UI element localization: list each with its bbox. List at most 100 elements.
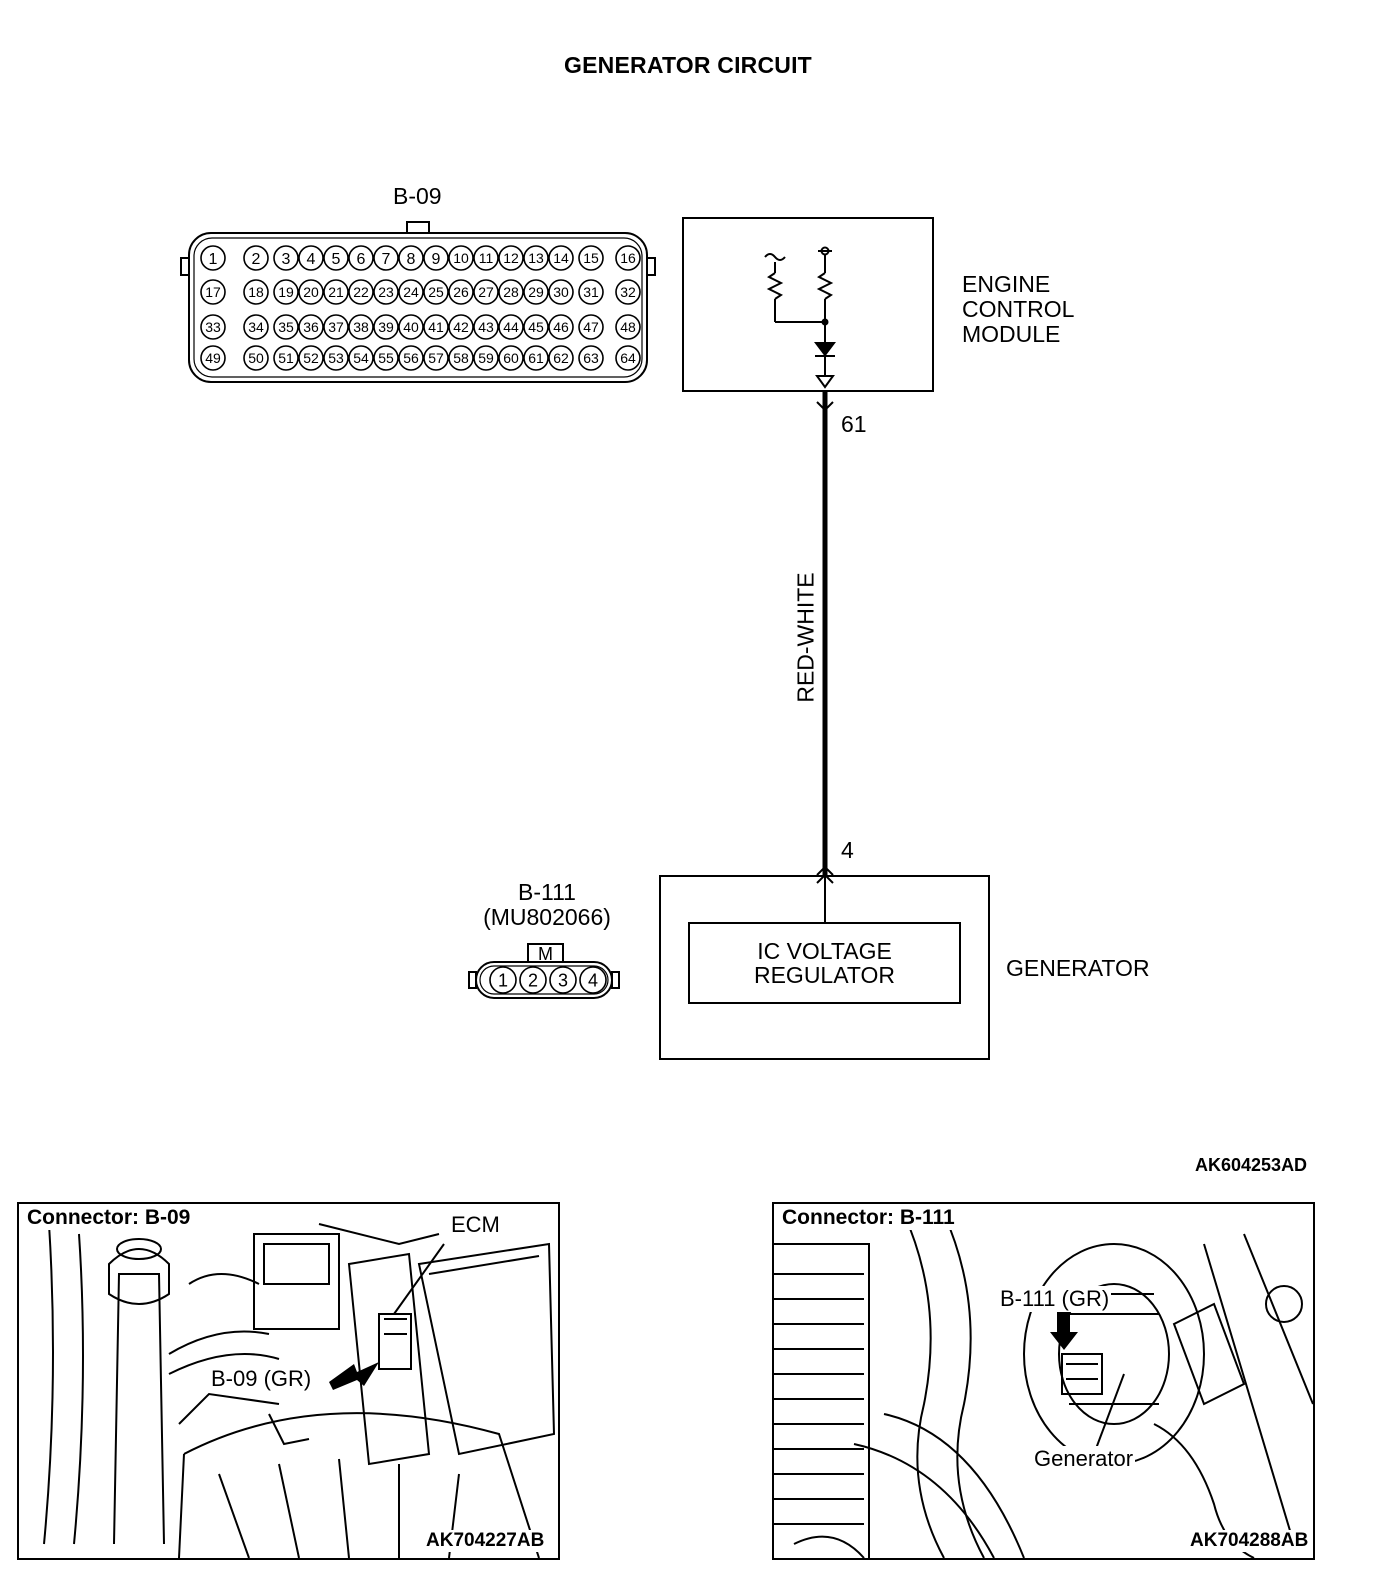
ecm-pin-48-circle bbox=[615, 314, 641, 340]
ecm-pin-40-circle bbox=[398, 314, 424, 340]
ecm-pin-27-circle bbox=[473, 279, 499, 305]
generator-pin-number: 4 bbox=[841, 837, 854, 863]
ecm-pin-64-circle bbox=[615, 345, 641, 371]
ecm-pin-57-circle bbox=[423, 345, 449, 371]
ecm-pin-50-circle bbox=[243, 345, 269, 371]
ecm-pin-16-label: 16 bbox=[620, 250, 636, 266]
ecm-pin-39-label: 39 bbox=[378, 319, 394, 335]
ecm-pin-15-circle bbox=[578, 245, 604, 271]
ecm-pin-44-circle bbox=[498, 314, 524, 340]
ecm-pin-15-label: 15 bbox=[583, 250, 599, 266]
ecm-pin-22-label: 22 bbox=[353, 284, 369, 300]
ecm-label-line-2: CONTROL bbox=[962, 296, 1075, 322]
ecm-pin-30-label: 30 bbox=[553, 284, 569, 300]
ecm-pin-41-circle bbox=[423, 314, 449, 340]
ecm-pin-7-label: 7 bbox=[382, 251, 391, 268]
photo-connector-b09: Connector: B-09 ECM B-09 (GR) AK704227AB bbox=[17, 1202, 560, 1560]
ecm-pin-33-circle bbox=[200, 314, 226, 340]
junction-dot bbox=[821, 318, 829, 326]
ecm-pin-57-label: 57 bbox=[428, 350, 444, 366]
ecm-pin-24-label: 24 bbox=[403, 284, 419, 300]
ecm-pin-25-label: 25 bbox=[428, 284, 444, 300]
ecm-pin-51-circle bbox=[273, 345, 299, 371]
ecm-pin-13-circle bbox=[523, 245, 549, 271]
ecm-pin-6-label: 6 bbox=[357, 251, 366, 268]
ecm-pin-53-label: 53 bbox=[328, 350, 344, 366]
ecm-pin-35-label: 35 bbox=[278, 319, 294, 335]
ecm-pin-36-circle bbox=[298, 314, 324, 340]
gen-pin-1-label: 1 bbox=[498, 970, 508, 990]
ecm-pin-54-circle bbox=[348, 345, 374, 371]
ecm-pin-26-circle bbox=[448, 279, 474, 305]
gen-connector-id: B-111 bbox=[518, 879, 576, 905]
ecm-pin-16-circle bbox=[615, 245, 641, 271]
ecm-pin-21-label: 21 bbox=[328, 284, 344, 300]
gen-pin-3-label: 3 bbox=[558, 970, 568, 990]
gen-pin-2-label: 2 bbox=[528, 970, 538, 990]
ecm-pin-28-circle bbox=[498, 279, 524, 305]
ecm-pin-14-label: 14 bbox=[553, 250, 569, 266]
ecm-pin-8-circle bbox=[398, 245, 424, 271]
ecm-pin-63-circle bbox=[578, 345, 604, 371]
ecm-pin-29-circle bbox=[523, 279, 549, 305]
gen-connector-body bbox=[468, 943, 620, 999]
ecm-pin-11-circle bbox=[473, 245, 499, 271]
gen-pin-3-circle bbox=[549, 966, 577, 994]
ecm-pin-55-label: 55 bbox=[378, 350, 394, 366]
regulator-label-line-2: REGULATOR bbox=[753, 962, 895, 988]
ecm-pin-46-circle bbox=[548, 314, 574, 340]
ecm-pin-60-circle bbox=[498, 345, 524, 371]
ecm-pin-38-circle bbox=[348, 314, 374, 340]
ecm-pin-21-circle bbox=[323, 279, 349, 305]
ecm-pin-9-label: 9 bbox=[432, 251, 441, 268]
generator-box bbox=[659, 875, 990, 1060]
page-title: GENERATOR CIRCUIT bbox=[564, 52, 812, 78]
ecm-pin-63-label: 63 bbox=[583, 350, 599, 366]
ecm-pin-49-circle bbox=[200, 345, 226, 371]
ecm-pin-1-circle bbox=[200, 245, 226, 271]
ecm-label-line-1: ENGINE bbox=[962, 271, 1051, 297]
ecm-pin-23-label: 23 bbox=[378, 284, 394, 300]
ecm-pin-60-label: 60 bbox=[503, 350, 519, 366]
ecm-pin-53-circle bbox=[323, 345, 349, 371]
regulator-label-line-1: IC VOLTAGE bbox=[757, 938, 892, 964]
gen-connector-part-number: (MU802066) bbox=[483, 904, 611, 930]
ecm-pin-23-circle bbox=[373, 279, 399, 305]
photo-right-connector-callout: B-111 (GR) bbox=[998, 1286, 1112, 1312]
ecm-pin-2-circle bbox=[243, 245, 269, 271]
ecm-pin-45-circle bbox=[523, 314, 549, 340]
ecm-pin-43-circle bbox=[473, 314, 499, 340]
ecm-pin-2-label: 2 bbox=[252, 251, 261, 268]
ecm-pin-40-label: 40 bbox=[403, 319, 419, 335]
ecm-pin-36-label: 36 bbox=[303, 319, 319, 335]
ecm-pin-12-label: 12 bbox=[503, 250, 519, 266]
ecm-pin-12-circle bbox=[498, 245, 524, 271]
ecm-pin-52-circle bbox=[298, 345, 324, 371]
ecm-pin-37-label: 37 bbox=[328, 319, 344, 335]
gen-pin-1-circle bbox=[489, 966, 517, 994]
ecm-pin-32-circle bbox=[615, 279, 641, 305]
ecm-pin-4-label: 4 bbox=[307, 251, 316, 268]
gen-pin-4-circle bbox=[579, 966, 607, 994]
ecm-pin-19-label: 19 bbox=[278, 284, 294, 300]
ecm-pin-18-label: 18 bbox=[248, 284, 264, 300]
ecm-internal-circuit bbox=[764, 246, 836, 389]
ecm-pin-58-label: 58 bbox=[453, 350, 469, 366]
ecm-pin-18-circle bbox=[243, 279, 269, 305]
ecm-pin-19-circle bbox=[273, 279, 299, 305]
ecm-pin-46-label: 46 bbox=[553, 319, 569, 335]
ecm-connector-id: B-09 bbox=[393, 183, 442, 209]
ecm-pin-27-label: 27 bbox=[478, 284, 494, 300]
photo-left-ecm-callout: ECM bbox=[449, 1212, 502, 1238]
ecm-pin-58-circle bbox=[448, 345, 474, 371]
ecm-pin-9-circle bbox=[423, 245, 449, 271]
ecm-pin-41-label: 41 bbox=[428, 319, 444, 335]
ecm-pin-4-circle bbox=[298, 245, 324, 271]
ecm-pin-43-label: 43 bbox=[478, 319, 494, 335]
ecm-pin-25-circle bbox=[423, 279, 449, 305]
ecm-pin-31-label: 31 bbox=[583, 284, 599, 300]
gen-pin-4-label: 4 bbox=[588, 970, 598, 990]
ecm-pin-32-label: 32 bbox=[620, 284, 636, 300]
ecm-pin-59-circle bbox=[473, 345, 499, 371]
